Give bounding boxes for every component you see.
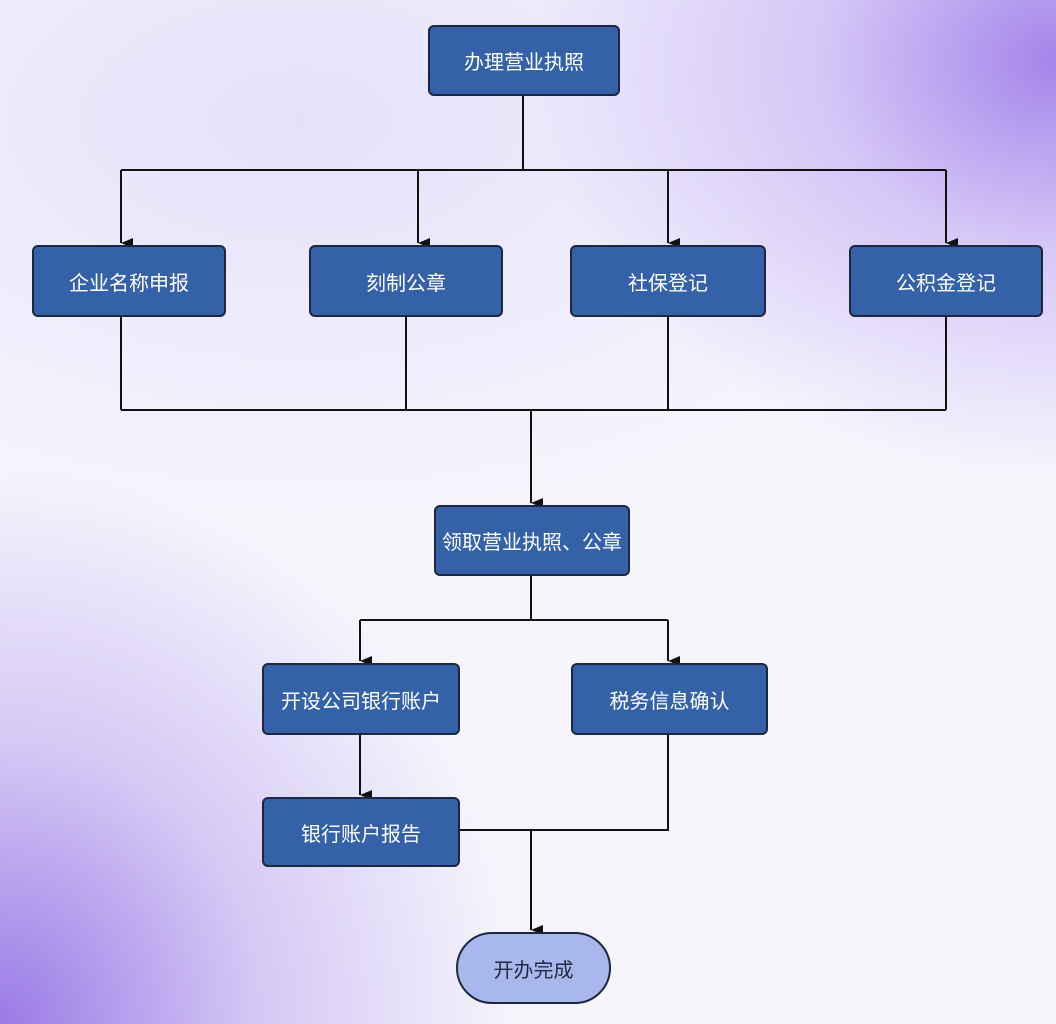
- node-collect-license: 领取营业执照、公章: [434, 505, 630, 576]
- node-seal: 刻制公章: [309, 245, 503, 317]
- node-finish: 开办完成: [456, 932, 611, 1004]
- node-tax-confirm: 税务信息确认: [571, 663, 768, 735]
- node-housing-fund: 公积金登记: [849, 245, 1043, 317]
- node-name-report: 企业名称申报: [32, 245, 226, 317]
- node-bank-account: 开设公司银行账户: [262, 663, 460, 735]
- node-bank-report: 银行账户报告: [262, 797, 460, 867]
- node-social-security: 社保登记: [570, 245, 766, 317]
- node-start: 办理营业执照: [428, 25, 620, 96]
